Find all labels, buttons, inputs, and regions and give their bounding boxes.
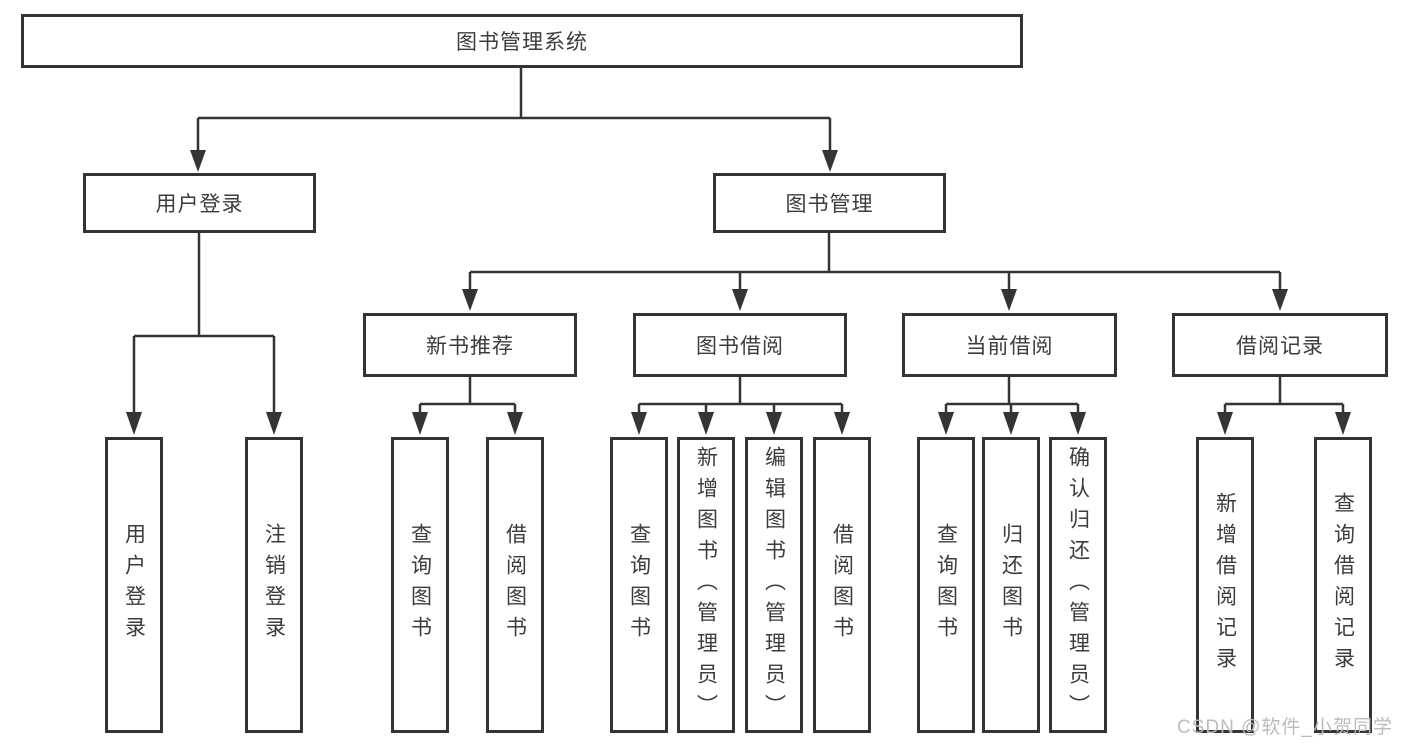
leaf-logout-label: 注销登录 — [262, 523, 286, 647]
leaf-query-books-borrow: 查询图书 — [610, 437, 668, 733]
watermark-text: CSDN @软件_小贺同学 — [1177, 717, 1393, 738]
node-borrow-records: 借阅记录 — [1172, 313, 1388, 377]
leaf-query-borrow-record: 查询借阅记录 — [1314, 437, 1372, 733]
leaf-query-borrow-record-label: 查询借阅记录 — [1331, 492, 1355, 678]
node-book-management-label: 图书管理 — [785, 193, 874, 216]
leaf-return-book-label: 归还图书 — [999, 523, 1023, 647]
edges-root — [196, 68, 832, 154]
leaf-user-login-label: 用户登录 — [122, 523, 146, 647]
node-current-borrow: 当前借阅 — [902, 313, 1117, 377]
leaf-add-borrow-record-label: 新增借阅记录 — [1213, 492, 1237, 678]
leaf-return-book: 归还图书 — [982, 437, 1040, 733]
leaf-query-books-recommend-label: 查询图书 — [408, 523, 432, 647]
leaf-add-book-admin: 新增图书（管理员） — [677, 437, 735, 733]
leaf-query-books-recommend: 查询图书 — [391, 437, 449, 733]
node-new-book-recommend: 新书推荐 — [363, 313, 577, 377]
node-borrow-records-label: 借阅记录 — [1236, 335, 1324, 358]
edges-root-arrowheads — [190, 150, 838, 172]
leaf-borrow-books-recommend-label: 借阅图书 — [503, 523, 527, 647]
node-root-label: 图书管理系统 — [456, 31, 588, 54]
leaf-confirm-return-admin: 确认归还（管理员） — [1049, 437, 1107, 733]
node-new-book-recommend-label: 新书推荐 — [426, 335, 514, 358]
edges-user-login-arrowheads — [126, 412, 282, 435]
edges-book-management-arrowheads — [462, 289, 1288, 311]
edges-book-borrow — [637, 377, 844, 414]
leaf-user-login: 用户登录 — [105, 437, 163, 733]
node-book-borrow: 图书借阅 — [633, 313, 847, 377]
edges-borrow-records — [1223, 377, 1345, 414]
leaf-confirm-return-admin-label: 确认归还（管理员） — [1066, 445, 1090, 725]
edges-new-book-recommend-arrowheads — [412, 412, 523, 435]
leaf-edit-book-admin: 编辑图书（管理员） — [745, 437, 803, 733]
leaf-query-books-current: 查询图书 — [917, 437, 975, 733]
node-user-login: 用户登录 — [83, 173, 316, 233]
leaf-query-books-current-label: 查询图书 — [934, 523, 958, 647]
node-current-borrow-label: 当前借阅 — [965, 335, 1054, 358]
leaf-borrow-books: 借阅图书 — [813, 437, 871, 733]
edges-current-borrow — [944, 377, 1080, 414]
leaf-add-book-admin-label: 新增图书（管理员） — [694, 445, 718, 725]
leaf-add-borrow-record: 新增借阅记录 — [1196, 437, 1254, 733]
edges-new-book-recommend — [418, 377, 517, 414]
edges-borrow-records-arrowheads — [1217, 412, 1351, 435]
node-book-management: 图书管理 — [713, 173, 946, 233]
leaf-query-books-borrow-label: 查询图书 — [627, 523, 651, 647]
leaf-edit-book-admin-label: 编辑图书（管理员） — [762, 445, 786, 725]
node-root: 图书管理系统 — [21, 14, 1023, 68]
leaf-borrow-books-label: 借阅图书 — [830, 523, 854, 647]
edges-book-borrow-arrowheads — [631, 412, 850, 435]
node-book-borrow-label: 图书借阅 — [696, 335, 784, 358]
leaf-logout: 注销登录 — [245, 437, 303, 733]
leaf-borrow-books-recommend: 借阅图书 — [486, 437, 544, 733]
node-user-login-label: 用户登录 — [155, 193, 244, 216]
edges-current-borrow-arrowheads — [938, 412, 1086, 435]
edges-book-management — [468, 233, 1282, 290]
edges-user-login — [132, 233, 276, 414]
